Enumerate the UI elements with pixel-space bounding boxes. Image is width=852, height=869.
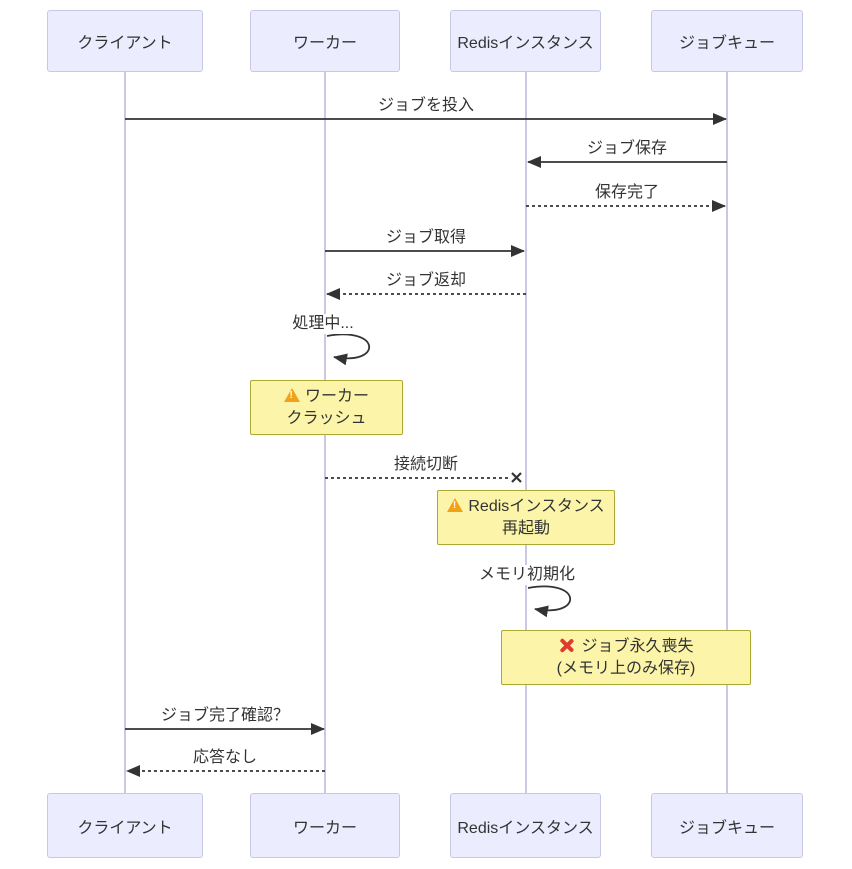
note-worker-crash: ワーカー クラッシュ bbox=[250, 380, 403, 435]
message-label-job-return: ジョブ返却 bbox=[383, 271, 469, 291]
message-label-memory-init: メモリ初期化 bbox=[476, 565, 578, 585]
note-line: Redisインスタンス bbox=[438, 496, 614, 518]
self-loop-redis-memory-init bbox=[527, 585, 572, 618]
note-job-lost: ジョブ永久喪失 (メモリ上のみ保存) bbox=[501, 630, 751, 685]
note-text: (メモリ上のみ保存) bbox=[556, 660, 696, 677]
self-loop-worker-processing bbox=[326, 333, 371, 366]
note-line: ワーカー bbox=[251, 386, 402, 408]
actor-bottom-worker: ワーカー bbox=[250, 793, 400, 858]
note-text: Redisインスタンス bbox=[468, 498, 605, 515]
actor-bottom-redis: Redisインスタンス bbox=[450, 793, 601, 858]
message-label-no-response: 応答なし bbox=[190, 748, 260, 768]
message-label-save-complete: 保存完了 bbox=[592, 183, 662, 203]
message-label-disconnect: 接続切断 bbox=[391, 455, 461, 475]
note-text: クラッシュ bbox=[286, 410, 367, 427]
actor-top-redis: Redisインスタンス bbox=[450, 10, 601, 72]
note-line: ジョブ永久喪失 bbox=[502, 636, 750, 658]
note-redis-restart: Redisインスタンス 再起動 bbox=[437, 490, 615, 545]
message-label-job-check: ジョブ完了確認？ bbox=[158, 706, 292, 726]
actor-top-worker: ワーカー bbox=[250, 10, 400, 72]
message-label-processing: 処理中... bbox=[290, 314, 356, 334]
actor-top-jobqueue: ジョブキュー bbox=[651, 10, 803, 72]
message-label-job-submit: ジョブを投入 bbox=[375, 96, 477, 116]
note-text: ジョブ永久喪失 bbox=[581, 638, 694, 655]
warning-icon bbox=[283, 388, 300, 402]
message-label-job-save: ジョブ保存 bbox=[584, 139, 670, 159]
cross-end-marker bbox=[511, 472, 522, 483]
actor-bottom-client: クライアント bbox=[47, 793, 203, 858]
cross-mark-icon bbox=[558, 637, 575, 654]
note-text: ワーカー bbox=[304, 388, 369, 405]
actor-bottom-jobqueue: ジョブキュー bbox=[651, 793, 803, 858]
note-text: 再起動 bbox=[501, 520, 550, 537]
message-label-job-fetch: ジョブ取得 bbox=[383, 228, 469, 248]
actor-top-client: クライアント bbox=[47, 10, 203, 72]
warning-icon bbox=[447, 498, 464, 512]
